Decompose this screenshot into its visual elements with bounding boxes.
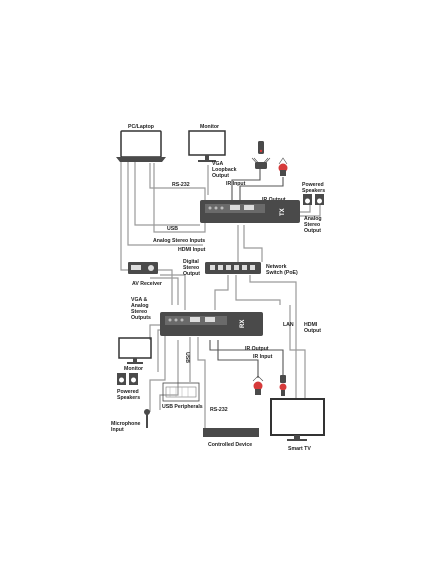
tx-label: TX: [280, 208, 286, 216]
smart-tv-label: Smart TV: [288, 446, 311, 452]
av-receiver-label: AV Receiver: [132, 281, 162, 287]
vga-loopback-line-1: VGA: [212, 161, 223, 167]
microphone: [144, 409, 150, 428]
microphone-input-line-1: Microphone: [111, 421, 141, 427]
controlled-device-label: Controlled Device: [208, 442, 252, 448]
usb-peripherals-label: USB Peripherals: [162, 404, 203, 410]
usb-bottom-label: USB: [184, 352, 190, 363]
ir-remote-bottom: [252, 375, 264, 395]
rx-unit: RX: [160, 312, 263, 336]
monitor-bottom: [118, 337, 152, 364]
powered-speakers-top-line-1: Powered: [302, 182, 324, 188]
cables: [120, 158, 321, 428]
smart-tv: [270, 398, 325, 441]
digital-stereo-output-line-3: Output: [183, 271, 200, 277]
vga-analog-outputs-line-2: Analog: [131, 303, 149, 309]
pc-laptop-label: PC/Laptop: [128, 124, 154, 130]
monitor-top: Monitor: [188, 124, 226, 162]
tx-unit: TX: [200, 200, 300, 223]
ir-emitter-top: [278, 157, 288, 176]
ir-input-top-label: IR Input: [226, 181, 246, 187]
analog-stereo-output-top-line-1: Analog: [304, 216, 322, 222]
usb-peripherals: [162, 382, 200, 402]
vga-analog-outputs-line-3: Stereo: [131, 309, 147, 315]
microphone-input-line-2: Input: [111, 427, 124, 433]
hdmi-output-line-2: Output: [304, 328, 321, 334]
ir-output-bottom-label: IR Output: [245, 346, 269, 352]
powered-speakers-bottom-line-2: Speakers: [117, 395, 140, 401]
vga-analog-outputs-line-4: Outputs: [131, 315, 151, 321]
powered-speakers-top: [303, 194, 324, 205]
analog-stereo-output-top-line-2: Stereo: [304, 222, 320, 228]
monitor-top-label: Monitor: [200, 124, 219, 130]
powered-speakers-bottom-line-1: Powered: [117, 389, 139, 395]
ir-emitter-bottom: [279, 375, 287, 396]
av-receiver: [128, 262, 158, 274]
pc-laptop: PC/Laptop: [116, 124, 166, 162]
rs232-top-label: RS-232: [172, 182, 190, 188]
network-switch: [205, 262, 261, 274]
analog-stereo-inputs-label: Analog Stereo Inputs: [153, 238, 205, 244]
digital-stereo-output-line-2: Stereo: [183, 265, 199, 271]
rs232-bottom-label: RS-232: [210, 407, 228, 413]
vga-analog-outputs-line-1: VGA &: [131, 297, 147, 303]
network-switch-line-1: Network: [266, 264, 287, 270]
hdmi-input-label: HDMI Input: [178, 247, 206, 253]
vga-loopback-line-3: Output: [212, 173, 229, 179]
network-switch-line-2: Switch (PoE): [266, 270, 298, 276]
hdmi-output-line-1: HDMI: [304, 322, 318, 328]
powered-speakers-bottom: [117, 373, 138, 385]
vga-loopback-line-2: Loopback: [212, 167, 237, 173]
usb-top-label: USB: [167, 226, 178, 232]
digital-stereo-output-line-1: Digital: [183, 259, 199, 265]
monitor-bottom-label: Monitor: [124, 366, 143, 372]
powered-speakers-top-line-2: Speakers: [302, 188, 325, 194]
analog-stereo-output-top-line-3: Output: [304, 228, 321, 234]
rx-label: RX: [240, 320, 246, 328]
ir-input-bottom-label: IR Input: [253, 354, 273, 360]
controlled-device: [203, 428, 259, 437]
ir-remote-top: [251, 141, 271, 169]
lan-label: LAN: [283, 322, 294, 328]
